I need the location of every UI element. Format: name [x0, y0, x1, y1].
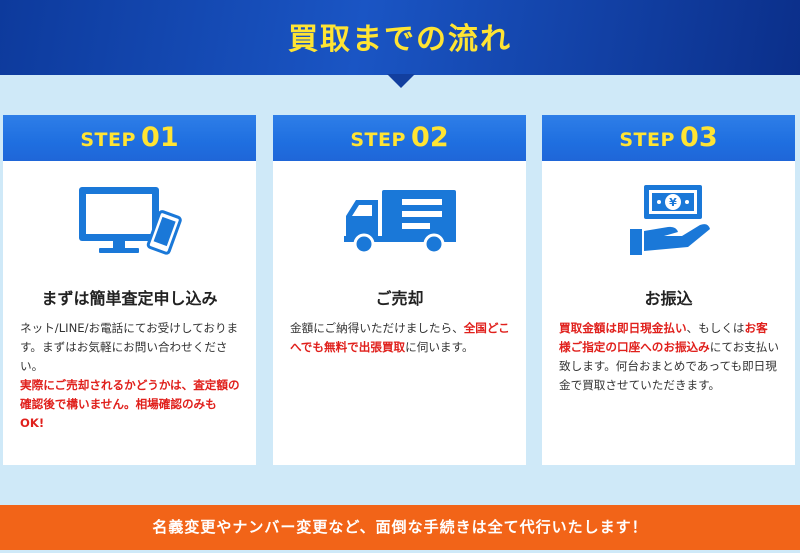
- step-highlight-text: 実際にご売却されるかどうかは、査定額の確認後で構いません。相場確認のみもOK!: [20, 378, 240, 430]
- footer-banner: 名義変更やナンバー変更など、面倒な手続きは全て代行いたします！: [0, 505, 800, 550]
- step-title: ご売却: [375, 289, 424, 308]
- step-title: まずは簡単査定申し込み: [41, 289, 218, 308]
- step-label: STEP: [619, 129, 675, 151]
- step-text-tail: に伺います。: [405, 340, 474, 354]
- step-title: お振込: [644, 289, 693, 308]
- svg-text:¥: ¥: [669, 196, 677, 209]
- monitor-phone-icon: [3, 161, 256, 281]
- step-number: 02: [411, 122, 449, 153]
- truck-icon: [273, 161, 526, 281]
- step-highlight-text: 買取金額は即日現金払い: [559, 321, 687, 335]
- step-description: 金額にご納得いただけましたら、全国どこへでも無料で出張買取に伺います。: [273, 319, 526, 357]
- step-description: 買取金額は即日現金払い、もしくはお客様ご指定の口座へのお振込みにてお支払い致しま…: [542, 319, 795, 395]
- step-highlight-text-2: お客様ご指定の口座へのお振込み: [559, 321, 768, 354]
- step-text: 、もしくは: [686, 321, 745, 335]
- header-banner: [0, 0, 800, 75]
- money-hand-icon: ¥: [542, 161, 795, 281]
- step-header-3: STEP 03: [542, 115, 795, 161]
- step-card-3: STEP 03 ¥ お振込 買取金額は即日現金払い、もしくはお客様ご指定の口座へ…: [542, 115, 795, 465]
- step-text-tail: にてお支払い致します。何台おまとめであっても即日現金で買取させていただきます。: [559, 340, 779, 392]
- step-label: STEP: [80, 129, 136, 151]
- step-card-2: STEP 02 ご売却 金額にご納得いただけましたら、全国どこへでも無料で出張買…: [273, 115, 526, 465]
- page-title: 買取までの流れ: [288, 22, 512, 57]
- step-number: 01: [141, 122, 179, 153]
- step-card-1: STEP 01 まずは簡単査定申し込み ネット/LINE/お電話にてお受けしてお…: [3, 115, 256, 465]
- step-header-1: STEP 01: [3, 115, 256, 161]
- step-header-2: STEP 02: [273, 115, 526, 161]
- step-text: 金額にご納得いただけましたら、: [290, 321, 464, 335]
- step-label: STEP: [350, 129, 406, 151]
- header-notch: [387, 74, 415, 88]
- step-description: ネット/LINE/お電話にてお受けしております。まずはお気軽にお問い合わせくださ…: [3, 319, 256, 433]
- step-text: ネット/LINE/お電話にてお受けしております。まずはお気軽にお問い合わせくださ…: [20, 321, 239, 373]
- step-number: 03: [680, 122, 718, 153]
- step-highlight-text: 全国どこへでも無料で出張買取: [290, 321, 510, 354]
